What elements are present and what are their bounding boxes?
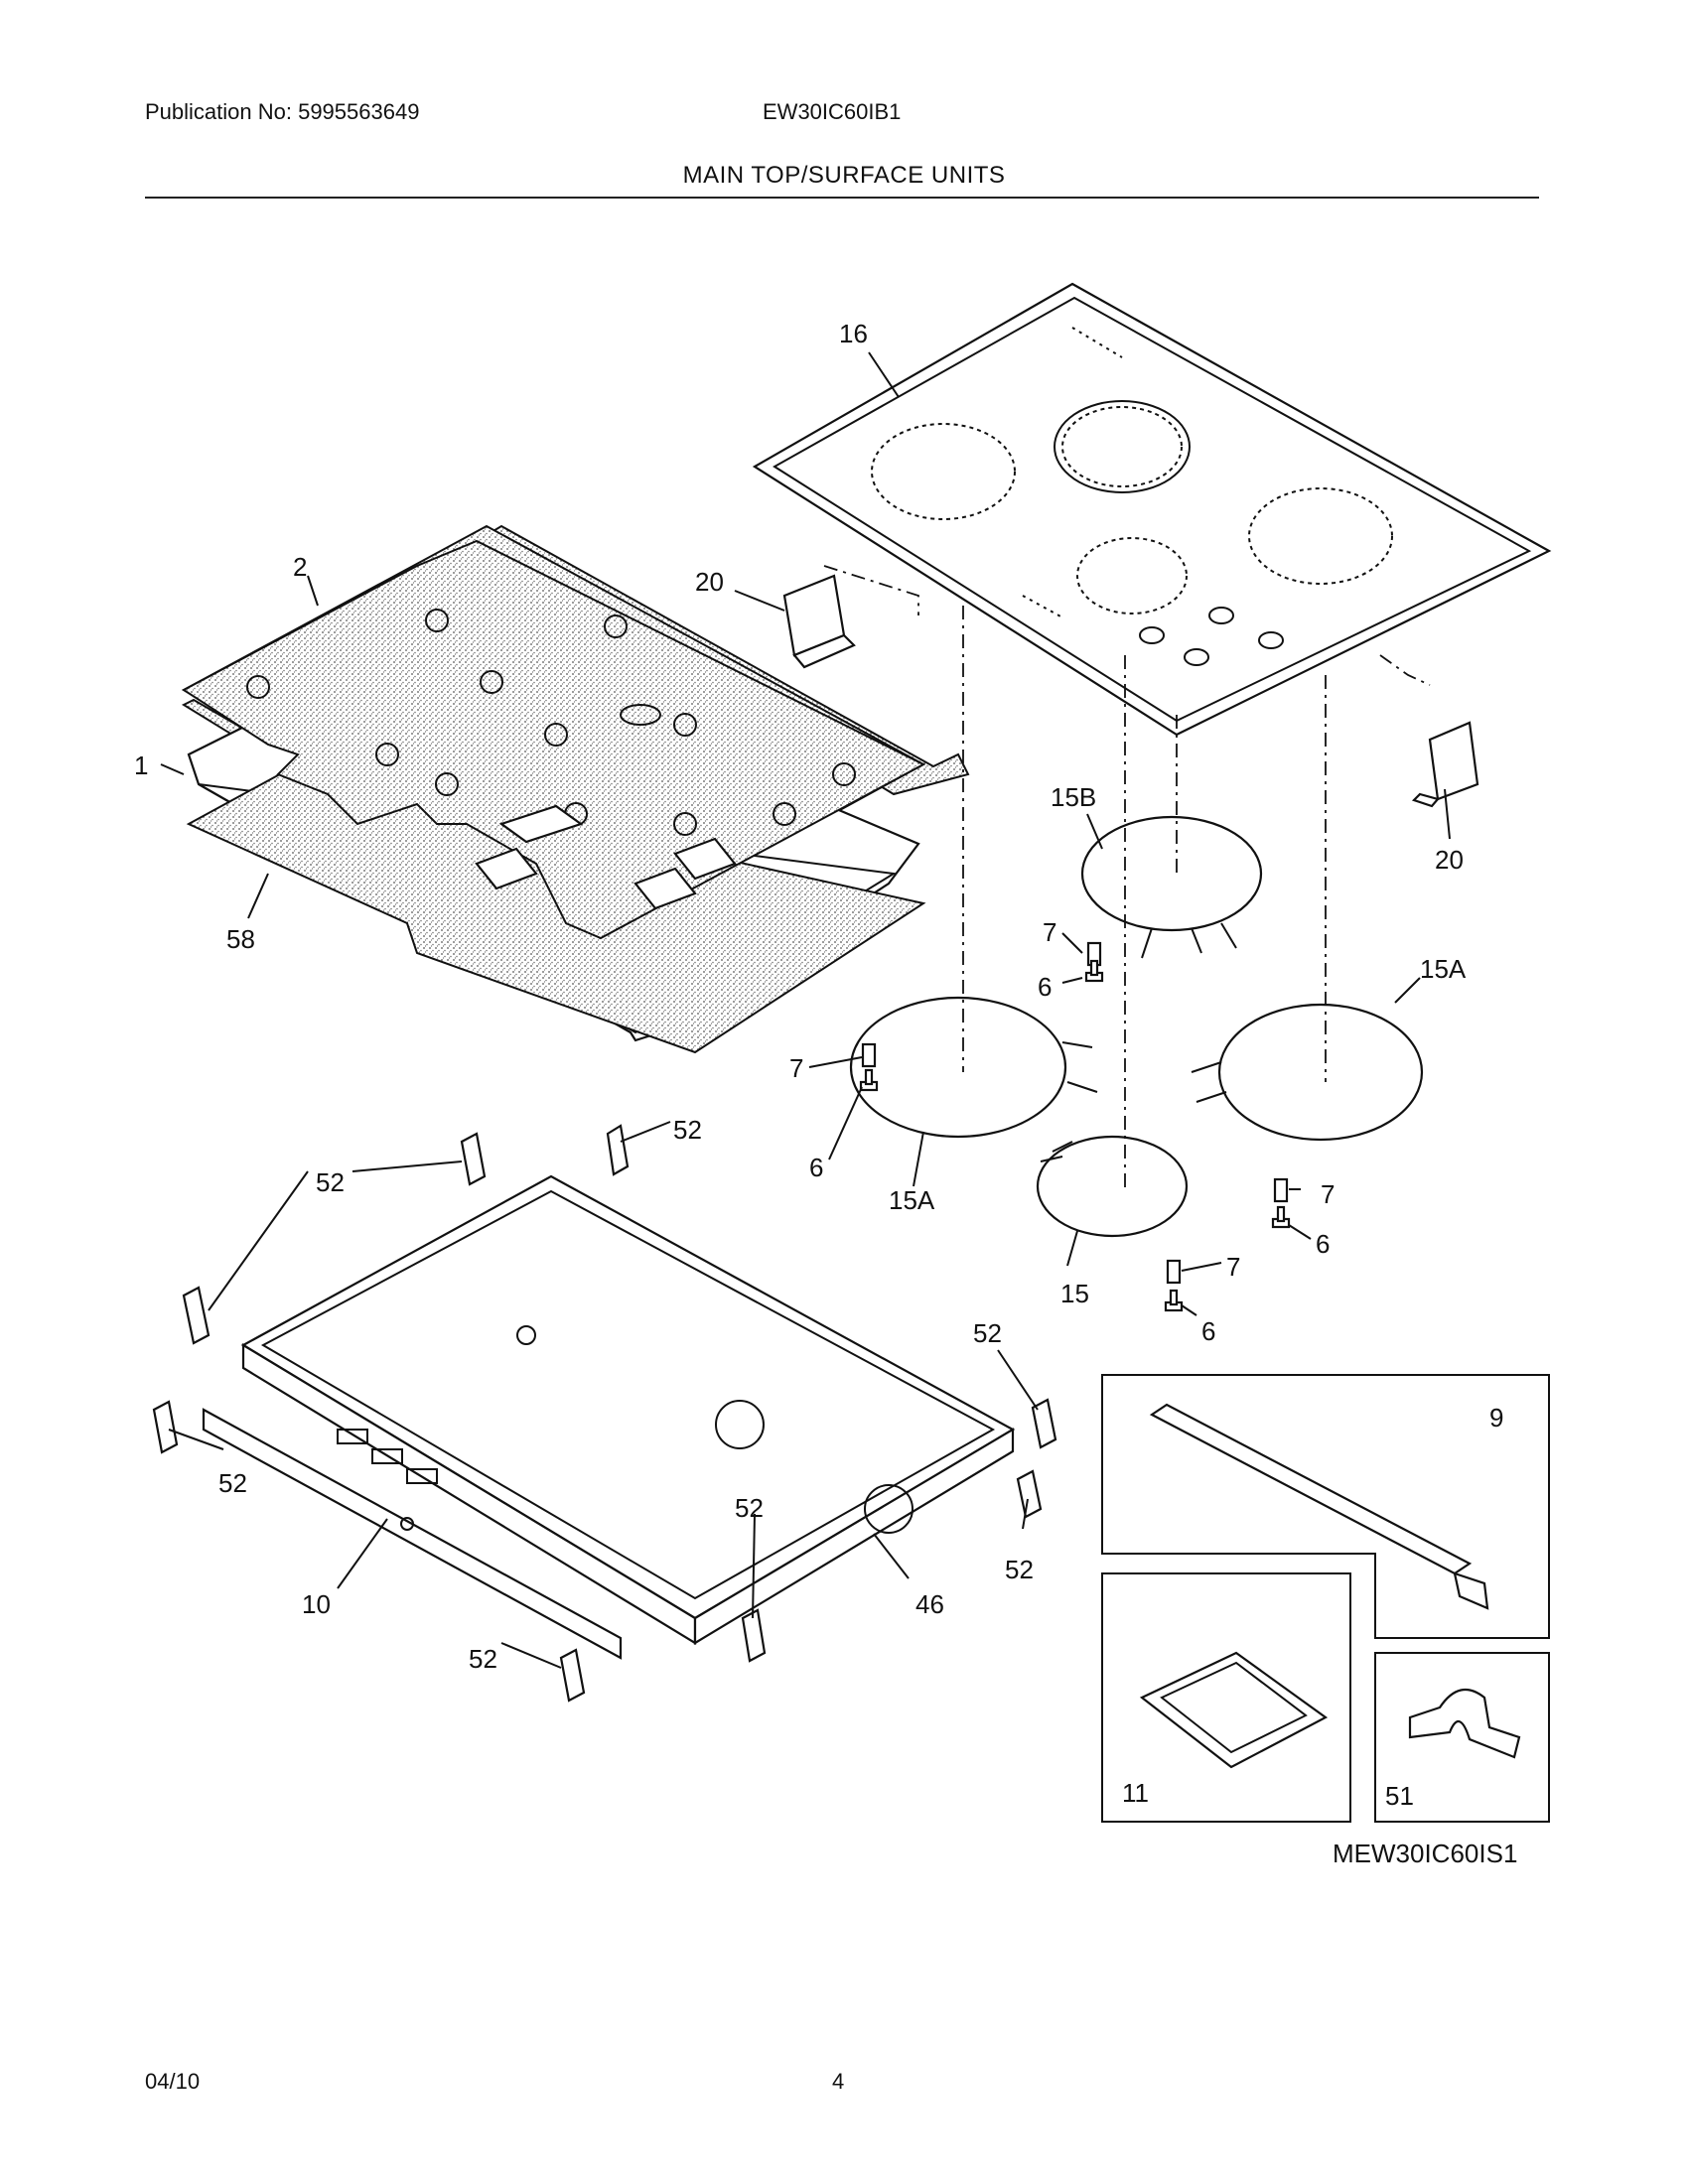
callout-15: 15 — [1060, 1279, 1089, 1308]
callout-52-d: 52 — [218, 1468, 247, 1498]
callout-7-a: 7 — [1043, 917, 1056, 947]
inset-box-51 — [1374, 1652, 1550, 1823]
inset-box-11 — [1101, 1572, 1351, 1823]
footer-date: 04/10 — [145, 2069, 201, 2094]
callout-52-b: 52 — [316, 1167, 345, 1197]
callout-52-e: 52 — [735, 1493, 764, 1523]
callout-7-d: 7 — [1226, 1252, 1240, 1282]
callout-7-b: 7 — [789, 1053, 803, 1083]
callout-15a-right: 15A — [1420, 954, 1467, 984]
trim-10 — [202, 1408, 623, 1660]
callout-1: 1 — [134, 751, 148, 780]
callout-6-c: 6 — [1316, 1229, 1330, 1259]
surface-unit-15a-right — [1191, 1003, 1424, 1142]
inset-box-9 — [1101, 1374, 1550, 1639]
callout-6-d: 6 — [1201, 1316, 1215, 1346]
callout-52-c: 52 — [973, 1318, 1002, 1348]
insulation-and-pan-part — [181, 524, 970, 1054]
publication-number: Publication No: 5995563649 — [145, 99, 420, 124]
callout-6-b: 6 — [809, 1153, 823, 1182]
surface-unit-15b — [1080, 815, 1263, 959]
callout-51: 51 — [1385, 1781, 1414, 1811]
glass-cooktop-part — [752, 282, 1552, 737]
callout-52-g: 52 — [469, 1644, 497, 1674]
diagram-code: MEW30IC60IS1 — [1333, 1839, 1518, 1868]
surface-unit-15 — [1036, 1135, 1189, 1238]
callout-6-a: 6 — [1038, 972, 1052, 1002]
surface-unit-15a-left — [849, 996, 1098, 1139]
callout-10: 10 — [302, 1589, 331, 1619]
bracket-20-right — [1411, 721, 1479, 808]
model-number: EW30IC60IB1 — [763, 99, 902, 124]
callout-16: 16 — [839, 319, 868, 348]
callout-11: 11 — [1122, 1778, 1149, 1808]
callout-58: 58 — [226, 924, 255, 954]
header-rule — [145, 197, 1539, 199]
callout-7-c: 7 — [1321, 1179, 1335, 1209]
callout-20-right: 20 — [1435, 845, 1464, 875]
callout-9: 9 — [1489, 1403, 1503, 1433]
callout-15a-left: 15A — [889, 1185, 935, 1215]
callout-46: 46 — [915, 1589, 944, 1619]
bottom-box-46 — [240, 1174, 1016, 1645]
clips-52 — [152, 1124, 1057, 1703]
callout-52-a: 52 — [673, 1115, 702, 1145]
page-number: 4 — [832, 2069, 845, 2094]
callout-15b: 15B — [1051, 782, 1096, 812]
section-title: MAIN TOP/SURFACE UNITS — [682, 162, 1006, 189]
callout-2: 2 — [293, 552, 307, 582]
leader-lines — [160, 351, 1451, 1669]
bracket-20-left — [782, 574, 856, 669]
callout-20-left: 20 — [695, 567, 724, 597]
callout-52-f: 52 — [1005, 1555, 1034, 1584]
